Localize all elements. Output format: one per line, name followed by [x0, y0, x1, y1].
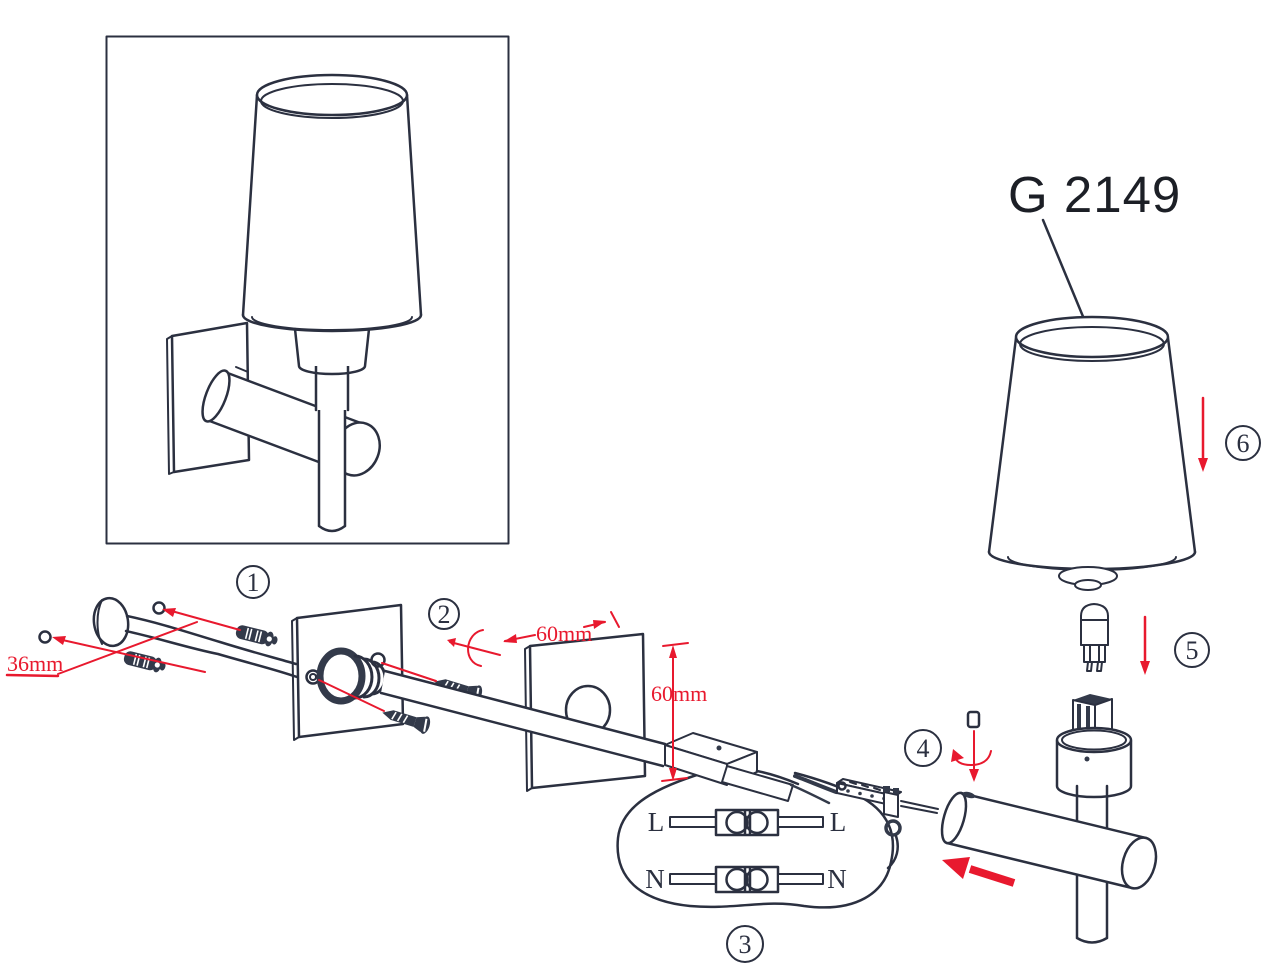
finished-lamp-panel [105, 35, 510, 545]
junction-box [664, 732, 838, 805]
arm-end-cap-exploded [1120, 836, 1158, 890]
bulb-pins [1086, 661, 1103, 672]
set-screw [966, 710, 981, 729]
drill-hole-right [152, 601, 166, 615]
step-number-6: 6 [1237, 429, 1250, 458]
lamp-shade [241, 73, 423, 333]
step-badge-5 [1174, 632, 1210, 668]
wire-to-terminal [793, 774, 838, 794]
wall-anchor-1 [233, 622, 280, 650]
wiring-balloon: L L N N 3 [616, 768, 895, 963]
step-number-4: 4 [917, 734, 930, 763]
model-callout: G 2149 [1008, 166, 1181, 333]
wire-loop [884, 819, 902, 837]
step-number-2: 2 [438, 600, 451, 629]
socket-cup [293, 327, 371, 376]
screw-leader-lines [318, 629, 501, 712]
wires-into-arm [900, 800, 939, 814]
step-badge-3 [726, 925, 764, 963]
arm-set-screw-mark [235, 366, 249, 373]
hole-spacing-label: 36mm [7, 651, 63, 676]
drill-hole-left [38, 630, 52, 644]
down-rod [317, 406, 347, 533]
insert-direction-arrow [942, 857, 1016, 887]
terminal-clamp [883, 791, 899, 818]
step-number-1: 1 [247, 568, 260, 597]
model-label: G 2149 [1008, 166, 1181, 223]
cable-sleeve [721, 765, 794, 802]
arm-tube [379, 669, 667, 768]
dim-bracket-height: 60mm [651, 642, 707, 782]
step-badge-2 [428, 598, 460, 630]
fuse-link-neutral: N N [645, 864, 847, 894]
bracket-width-label: 60mm [536, 621, 592, 646]
model-leader-line [1041, 218, 1091, 333]
step-5-annotation: 5 [1140, 615, 1210, 675]
wall-cable-group: 1 [38, 565, 299, 679]
panel-border [105, 35, 510, 545]
set-screw-hole [962, 791, 976, 799]
fuse-link-live: L L [648, 807, 847, 837]
step-number-3: 3 [739, 930, 752, 959]
mounting-bracket-plate [295, 603, 405, 739]
mains-cable [125, 614, 298, 666]
step-badge-1 [236, 565, 270, 599]
socket-cup-exploded [1055, 726, 1133, 754]
dim-bracket-width: 60mm [503, 611, 620, 646]
step-badge-4 [904, 729, 942, 767]
shade-exploded [987, 315, 1197, 591]
label-live-right: L [830, 807, 847, 837]
lamp-arm-exploded [940, 791, 1158, 890]
mounting-plate-group: 2 [291, 598, 486, 741]
label-neutral-left: N [645, 864, 665, 894]
terminal-strip [836, 778, 939, 870]
step-badge-6 [1225, 425, 1261, 461]
dim-hole-spacing: 36mm [5, 608, 241, 678]
label-neutral-right: N [827, 864, 847, 894]
finished-lamp-illustration [166, 73, 423, 533]
step-6-annotation: 6 [1198, 396, 1261, 472]
bracket-height-label: 60mm [651, 681, 707, 706]
wall-cable-outlet [92, 596, 130, 648]
step-4-annotation: 4 [904, 710, 992, 782]
halogen-bulb-g9 [1080, 603, 1109, 672]
label-live-left: L [648, 807, 665, 837]
arm-open-end [940, 791, 968, 845]
step-number-5: 5 [1186, 636, 1199, 665]
arm-flange [201, 369, 231, 423]
